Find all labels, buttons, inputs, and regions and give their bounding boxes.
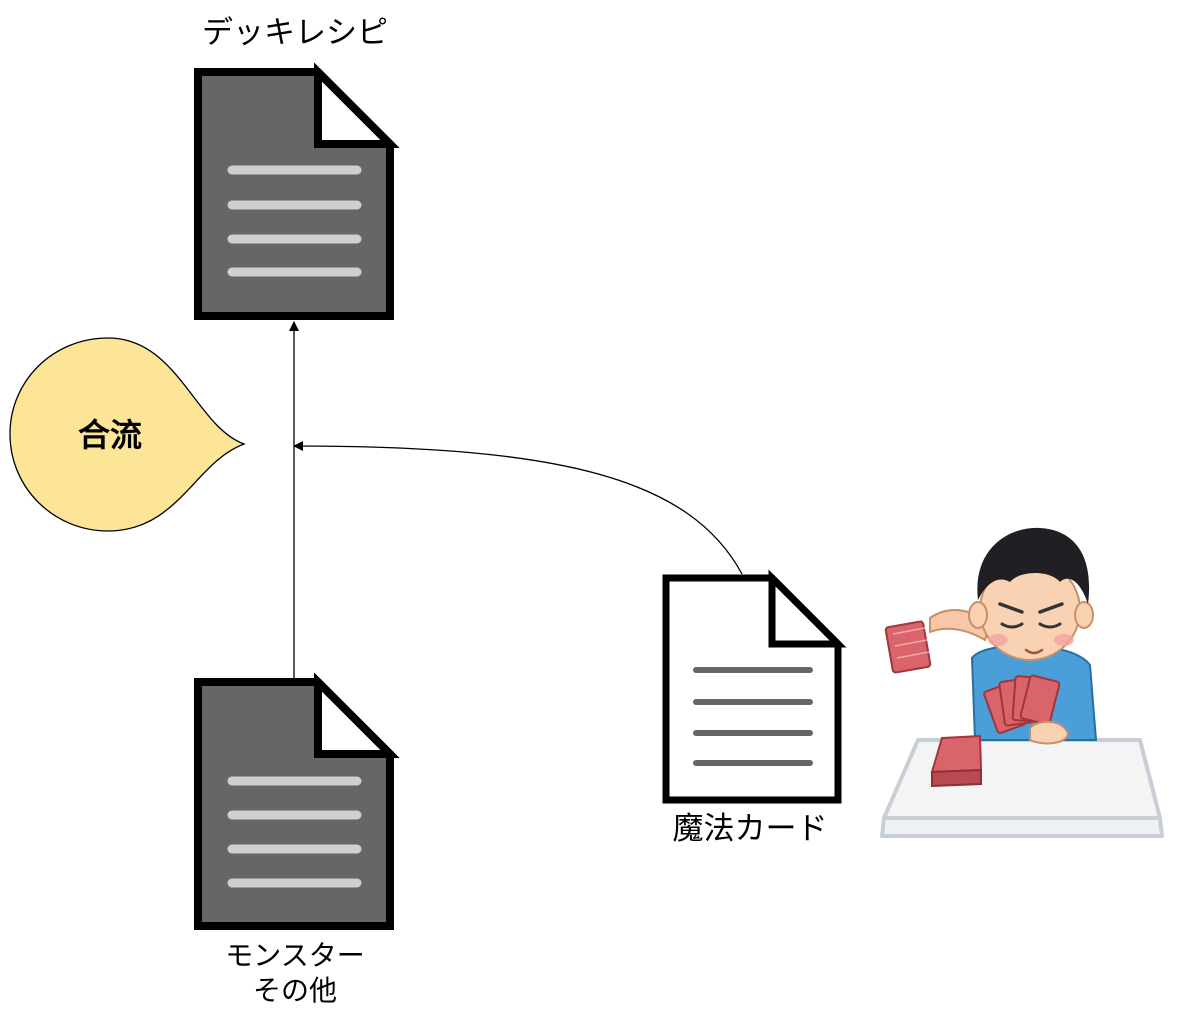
monster-other-label: モンスター その他 xyxy=(160,938,430,1008)
magic-card-document-icon xyxy=(662,569,847,804)
merge-label: 合流 xyxy=(77,416,142,454)
merge-teardrop-shape xyxy=(9,337,246,532)
deck-recipe-label: デッキレシピ xyxy=(202,15,388,51)
card-player-illustration-icon xyxy=(880,527,1164,838)
monster-label-line2: その他 xyxy=(252,974,337,1007)
monster-label-line1: モンスター xyxy=(225,939,365,972)
deck-recipe-document-icon xyxy=(194,62,400,320)
edge-magic-to-merge xyxy=(293,441,743,575)
monster-document-icon xyxy=(194,672,400,930)
magic-card-label: 魔法カード xyxy=(672,811,828,847)
